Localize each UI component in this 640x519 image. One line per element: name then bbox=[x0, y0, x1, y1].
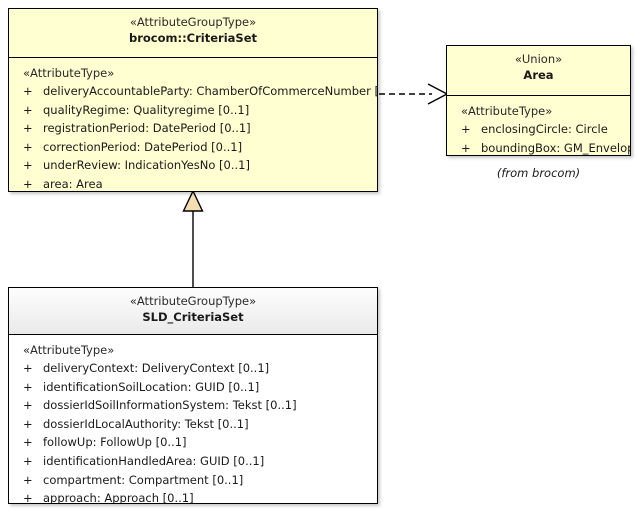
visibility-marker: + bbox=[23, 121, 33, 136]
class-box-area[interactable]: «Union» Area «AttributeType» + enclosingC… bbox=[446, 45, 631, 156]
attribute-group-stereotype: «AttributeType» bbox=[23, 343, 115, 357]
attribute-group-stereotype: «AttributeType» bbox=[461, 104, 553, 118]
attribute-row[interactable]: + deliveryAccountableParty: ChamberOfComm… bbox=[9, 82, 377, 101]
attribute-row[interactable]: + correctionPeriod: DatePeriod [0..1] bbox=[9, 138, 377, 157]
attribute-row[interactable]: + qualityRegime: Qualityregime [0..1] bbox=[9, 101, 377, 120]
class-name: Area bbox=[523, 68, 554, 82]
attribute-row[interactable]: + underReview: IndicationYesNo [0..1] bbox=[9, 156, 377, 175]
attribute-text: dossierIdLocalAuthority: Tekst [0..1] bbox=[43, 416, 249, 431]
visibility-marker: + bbox=[23, 491, 33, 504]
class-stereotype: «Union» bbox=[514, 52, 563, 66]
class-attributes-brocom-criteriaset: «AttributeType» + deliveryAccountablePart… bbox=[9, 58, 377, 191]
class-box-sld-criteriaset[interactable]: «AttributeGroupType» SLD_CriteriaSet «At… bbox=[8, 287, 378, 504]
attribute-row[interactable]: + enclosingCircle: Circle bbox=[447, 120, 630, 139]
attribute-row[interactable]: + approach: Approach [0..1] bbox=[9, 489, 377, 504]
attribute-text: dossierIdSoilInformationSystem: Tekst [0… bbox=[43, 398, 297, 413]
attribute-text: compartment: Compartment [0..1] bbox=[43, 472, 244, 487]
attribute-row[interactable]: + dossierIdLocalAuthority: Tekst [0..1] bbox=[9, 415, 377, 434]
class-header-sld-criteriaset: «AttributeGroupType» SLD_CriteriaSet bbox=[9, 288, 377, 335]
attribute-text: boundingBox: GM_Envelope bbox=[481, 140, 631, 155]
package-origin-label: (from brocom) bbox=[496, 166, 581, 180]
visibility-marker: + bbox=[23, 416, 33, 431]
attribute-text: followUp: FollowUp [0..1] bbox=[43, 435, 187, 450]
attribute-row[interactable]: + dossierIdSoilInformationSystem: Tekst [… bbox=[9, 396, 377, 415]
attribute-row[interactable]: + identificationHandledArea: GUID [0..1] bbox=[9, 452, 377, 471]
attribute-row[interactable]: + boundingBox: GM_Envelope bbox=[447, 139, 631, 155]
class-header-brocom-criteriaset: «AttributeGroupType» brocom::CriteriaSet bbox=[9, 9, 377, 58]
visibility-marker: + bbox=[23, 361, 33, 375]
attribute-text: qualityRegime: Qualityregime [0..1] bbox=[43, 102, 250, 117]
attribute-text: registrationPeriod: DatePeriod [0..1] bbox=[43, 121, 251, 136]
class-attributes-area: «AttributeType» + enclosingCircle: Circle… bbox=[447, 96, 631, 155]
attribute-text: identificationSoilLocation: GUID [0..1] bbox=[43, 379, 260, 394]
generalization-triangle-arrowhead bbox=[182, 189, 204, 212]
visibility-marker: + bbox=[23, 379, 33, 394]
visibility-marker: + bbox=[461, 140, 471, 155]
class-attributes-sld-criteriaset: «AttributeType» + deliveryContext: Delive… bbox=[9, 335, 377, 504]
visibility-marker: + bbox=[23, 472, 33, 487]
attribute-row[interactable]: + area: Area bbox=[9, 175, 377, 191]
attribute-text: correctionPeriod: DatePeriod [0..1] bbox=[43, 139, 243, 154]
generalization-connector[interactable] bbox=[182, 189, 204, 287]
attribute-row[interactable]: + deliveryContext: DeliveryContext [0..1] bbox=[9, 359, 377, 378]
visibility-marker: + bbox=[23, 158, 33, 173]
class-box-brocom-criteriaset[interactable]: «AttributeGroupType» brocom::CriteriaSet… bbox=[8, 8, 378, 192]
attribute-row[interactable]: + registrationPeriod: DatePeriod [0..1] bbox=[9, 119, 377, 138]
dependency-open-arrowhead bbox=[427, 83, 449, 105]
class-name: SLD_CriteriaSet bbox=[142, 310, 244, 324]
attribute-group-stereotype: «AttributeType» bbox=[23, 66, 115, 80]
class-stereotype: «AttributeGroupType» bbox=[129, 294, 257, 308]
visibility-marker: + bbox=[461, 122, 471, 136]
visibility-marker: + bbox=[23, 398, 33, 413]
visibility-marker: + bbox=[23, 84, 33, 98]
attribute-row[interactable]: + compartment: Compartment [0..1] bbox=[9, 471, 377, 490]
attribute-text: identificationHandledArea: GUID [0..1] bbox=[43, 453, 265, 468]
class-header-area: «Union» Area bbox=[447, 46, 630, 96]
attribute-text: approach: Approach [0..1] bbox=[43, 491, 194, 504]
visibility-marker: + bbox=[23, 176, 33, 191]
class-stereotype: «AttributeGroupType» bbox=[129, 15, 257, 29]
attribute-row[interactable]: + identificationSoilLocation: GUID [0..1] bbox=[9, 378, 377, 397]
visibility-marker: + bbox=[23, 139, 33, 154]
attribute-row[interactable]: + followUp: FollowUp [0..1] bbox=[9, 433, 377, 452]
dependency-connector[interactable] bbox=[379, 83, 449, 105]
visibility-marker: + bbox=[23, 453, 33, 468]
class-name: brocom::CriteriaSet bbox=[128, 31, 257, 45]
attribute-text: deliveryAccountableParty: ChamberOfComme… bbox=[43, 84, 378, 98]
attribute-text: deliveryContext: DeliveryContext [0..1] bbox=[43, 361, 270, 375]
attribute-text: area: Area bbox=[43, 176, 103, 191]
attribute-text: enclosingCircle: Circle bbox=[481, 122, 608, 136]
visibility-marker: + bbox=[23, 435, 33, 450]
visibility-marker: + bbox=[23, 102, 33, 117]
attribute-text: underReview: IndicationYesNo [0..1] bbox=[43, 158, 250, 173]
